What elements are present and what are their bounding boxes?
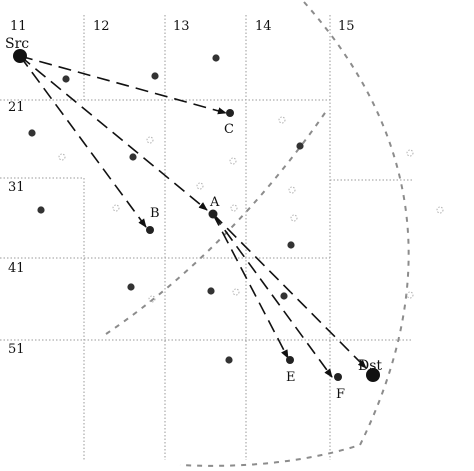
nodes <box>13 49 380 382</box>
ghost-marker <box>58 153 66 161</box>
node <box>280 292 288 300</box>
ghost-marker <box>148 295 156 303</box>
node-f <box>334 373 342 381</box>
dst-label: Dst <box>358 358 382 374</box>
node <box>37 206 45 214</box>
ghost-marker <box>112 204 120 212</box>
ghost-marker <box>196 182 204 190</box>
grid <box>0 15 412 460</box>
ghost-marker <box>436 206 444 214</box>
range-arc-outer <box>179 1 410 467</box>
column-label-12: 12 <box>93 19 110 34</box>
ghost-marker <box>288 186 296 194</box>
node <box>28 129 36 137</box>
routes <box>19 55 367 378</box>
node <box>225 356 233 364</box>
row-label-21: 21 <box>8 100 25 115</box>
node-f-label: F <box>336 387 345 402</box>
column-label-14: 14 <box>255 19 272 34</box>
node-c-label: C <box>224 122 234 137</box>
node-e <box>286 356 294 364</box>
route-a-to-dst <box>212 213 367 369</box>
node <box>127 283 135 291</box>
src-node <box>13 49 27 63</box>
dst-node <box>366 368 380 382</box>
route-src-to-b <box>19 55 147 228</box>
row-label-41: 41 <box>8 261 25 276</box>
column-label-11: 11 <box>10 19 27 34</box>
ghost-marker <box>229 157 237 165</box>
src-label: Src <box>5 36 29 52</box>
node-b <box>146 226 154 234</box>
node <box>207 287 215 295</box>
node-b-label: B <box>150 206 160 221</box>
column-label-13: 13 <box>173 19 190 34</box>
route-src-to-a <box>19 55 208 211</box>
row-label-51: 51 <box>8 342 25 357</box>
route-a-to-f <box>212 213 333 378</box>
node <box>296 142 304 150</box>
node-a <box>208 209 218 219</box>
ghost-marker <box>290 214 298 222</box>
column-label-15: 15 <box>338 19 355 34</box>
node-a-label: A <box>209 195 220 210</box>
ghost-marker <box>146 136 154 144</box>
ghost-marker <box>278 116 286 124</box>
node <box>287 241 295 249</box>
node <box>129 153 137 161</box>
ghost-marker <box>230 204 238 212</box>
node-e-label: E <box>286 370 296 385</box>
route-src-to-c <box>19 55 227 115</box>
ghost-markers <box>58 116 444 303</box>
node-c <box>226 109 234 117</box>
ghost-marker <box>232 288 240 296</box>
row-label-31: 31 <box>8 180 25 195</box>
node <box>62 75 70 83</box>
ghost-marker <box>406 291 414 299</box>
node <box>212 54 220 62</box>
node <box>151 72 159 80</box>
route-a-to-e <box>212 213 289 359</box>
ghost-marker <box>406 149 414 157</box>
